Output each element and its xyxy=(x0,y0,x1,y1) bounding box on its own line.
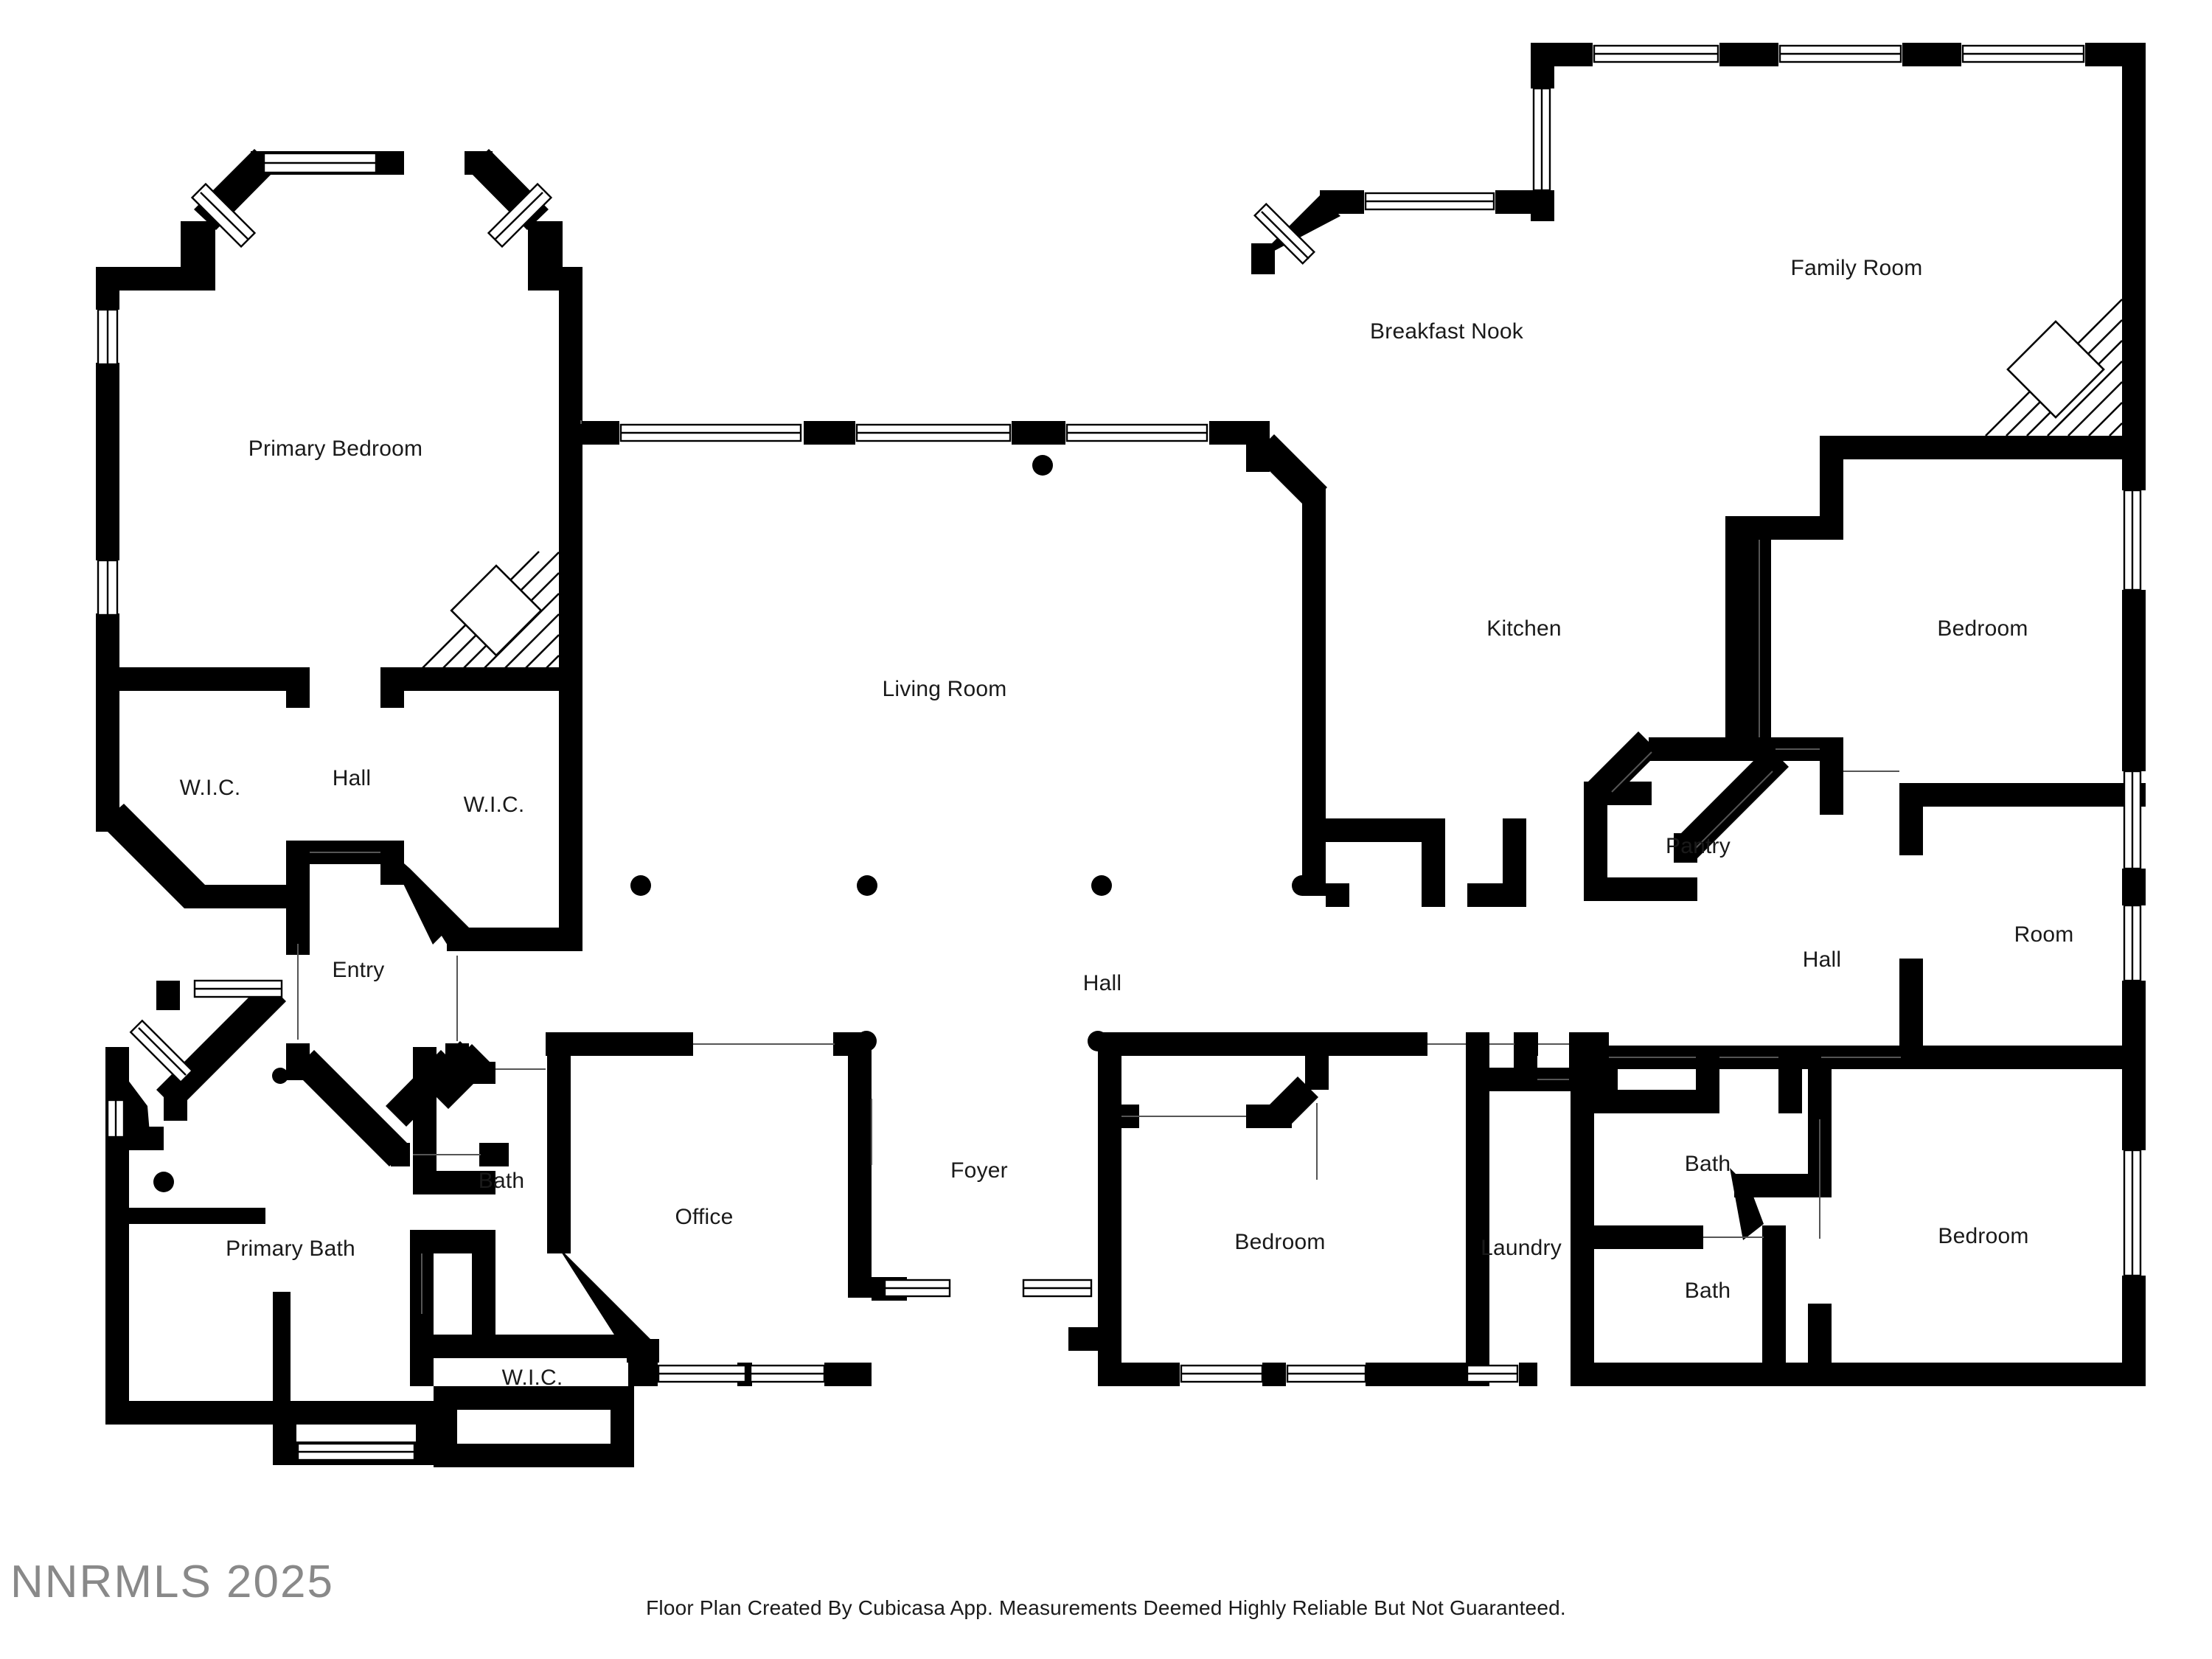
room-labels-layer: Primary Bedroom W.I.C. Hall W.I.C. Entry… xyxy=(180,256,2074,1390)
door-openings-layer xyxy=(297,420,1901,1314)
post-living-s2 xyxy=(1091,875,1112,896)
fireplace-family-room xyxy=(1985,299,2123,437)
walls-living-room xyxy=(571,421,1526,907)
post-living-sw xyxy=(630,875,651,896)
mls-watermark: NNRMLS 2025 xyxy=(10,1557,334,1607)
walls-layer xyxy=(96,149,582,708)
room-label-bath-lower-right: Bath xyxy=(1685,1279,1731,1303)
walls-center-bottom xyxy=(1068,1032,1609,1386)
room-label-wic-bottom: W.I.C. xyxy=(502,1366,563,1390)
post-living-s1 xyxy=(857,875,877,896)
room-label-bath-upper-right: Bath xyxy=(1685,1152,1731,1176)
room-label-primary-bedroom: Primary Bedroom xyxy=(248,437,422,461)
posts-layer xyxy=(153,455,1312,1192)
room-label-bath-primary-hall: Bath xyxy=(479,1169,525,1193)
walls-layer-2 xyxy=(96,667,582,1166)
walls-right-rooms xyxy=(1571,436,2146,1069)
room-label-bedroom-upper-right: Bedroom xyxy=(1937,616,2028,641)
room-label-living-room: Living Room xyxy=(883,677,1007,701)
room-label-hall-center: Hall xyxy=(1083,971,1121,995)
windows-layer xyxy=(97,44,2142,1461)
room-label-wic-left: W.I.C. xyxy=(180,776,241,800)
post-entry-sw xyxy=(272,1068,288,1084)
room-label-entry: Entry xyxy=(332,958,384,982)
room-label-bedroom-lower-right: Bedroom xyxy=(1938,1224,2028,1248)
room-label-hall-primary: Hall xyxy=(333,766,371,790)
fireplace-primary-bedroom xyxy=(419,551,560,672)
room-label-kitchen: Kitchen xyxy=(1486,616,1561,641)
walls-office-foyer xyxy=(410,1032,907,1467)
room-label-laundry: Laundry xyxy=(1481,1236,1562,1260)
post-foyer-ne xyxy=(856,1031,877,1051)
room-label-room-right: Room xyxy=(2014,922,2074,947)
room-label-foyer: Foyer xyxy=(950,1158,1008,1183)
walls-nook-family xyxy=(1251,43,2146,1386)
post-living-se xyxy=(1292,875,1312,896)
post-hall-center xyxy=(1088,1031,1108,1051)
walls-bottom-right xyxy=(1571,988,2146,1386)
post-living-top xyxy=(1032,455,1053,476)
room-label-family-room: Family Room xyxy=(1791,256,1923,280)
walls-kitchen xyxy=(1302,487,1326,896)
post-primary-bath xyxy=(153,1172,174,1192)
room-label-primary-bath: Primary Bath xyxy=(226,1237,355,1261)
room-label-wic-right: W.I.C. xyxy=(464,793,525,817)
room-label-office: Office xyxy=(675,1205,733,1229)
room-label-pantry: Pantry xyxy=(1666,834,1731,858)
room-label-hall-right: Hall xyxy=(1803,947,1841,972)
room-label-bedroom-center: Bedroom xyxy=(1234,1230,1325,1254)
room-label-breakfast-nook: Breakfast Nook xyxy=(1370,319,1524,344)
disclaimer-text: Floor Plan Created By Cubicasa App. Meas… xyxy=(646,1596,1566,1619)
